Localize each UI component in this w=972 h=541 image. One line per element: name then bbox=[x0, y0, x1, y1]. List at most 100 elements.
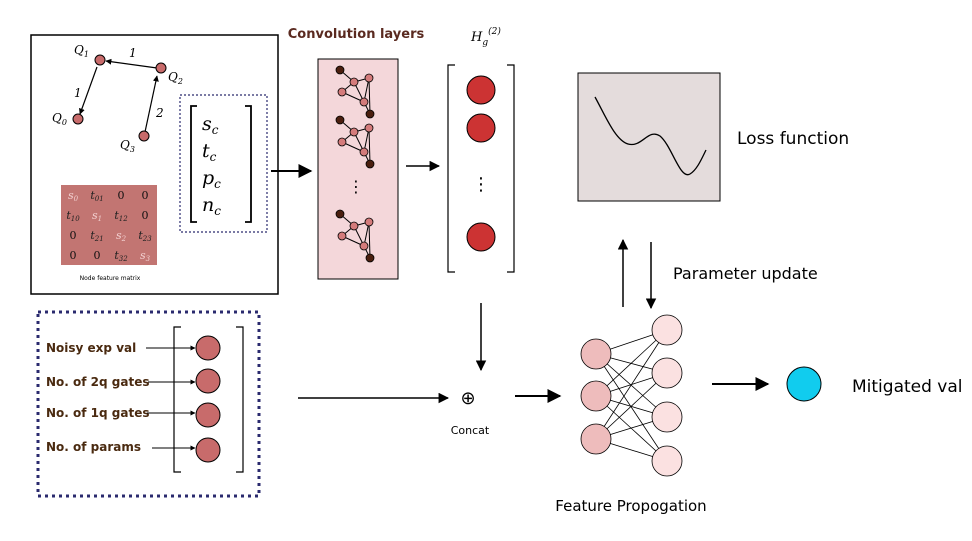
conv-node bbox=[335, 209, 345, 219]
matrix-cell: t32 bbox=[114, 249, 128, 263]
hidden-node bbox=[466, 75, 496, 105]
matrix-cell: s2 bbox=[116, 229, 127, 243]
vector-entry-t: tc bbox=[202, 140, 217, 164]
mlp-input-node bbox=[580, 423, 612, 455]
graph-node-q3 bbox=[138, 130, 150, 142]
graph-node-q1 bbox=[94, 54, 106, 66]
conv-node bbox=[365, 109, 375, 119]
feature-node bbox=[195, 437, 221, 463]
mlp-edge bbox=[595, 353, 668, 462]
loss-plot bbox=[577, 72, 721, 202]
edge-weight-q2-q1: 1 bbox=[129, 46, 137, 60]
feature-label: No. of 1q gates bbox=[46, 406, 150, 420]
param-update-label: Parameter update bbox=[673, 264, 818, 283]
graph-node-q2 bbox=[155, 62, 167, 74]
conv-node bbox=[349, 127, 359, 137]
conv-node bbox=[337, 137, 347, 147]
edge-weight-q3-q2: 2 bbox=[155, 106, 164, 120]
conv-edge bbox=[368, 127, 371, 165]
conv-node bbox=[335, 65, 345, 75]
conv-node bbox=[364, 217, 374, 227]
conv-node bbox=[359, 241, 369, 251]
matrix-cells: s0 t01 0 0 t10 s1 t12 0 0 t21 s2 t23 0 0 t32 s3 bbox=[66, 189, 152, 263]
mlp-label: Feature Propogation bbox=[555, 497, 706, 515]
conv-ellipsis: ⋮ bbox=[348, 177, 364, 196]
mlp-input-node bbox=[580, 338, 612, 370]
matrix-cell: s3 bbox=[140, 249, 151, 263]
conv-node bbox=[365, 253, 375, 263]
vector-entry-n: nc bbox=[202, 194, 221, 218]
matrix-cell: t21 bbox=[90, 229, 103, 243]
conv-node bbox=[349, 221, 359, 231]
conv-layers-box bbox=[317, 58, 399, 280]
conv-node bbox=[364, 123, 374, 133]
feature-label: No. of 2q gates bbox=[46, 375, 150, 389]
conv-node bbox=[359, 97, 369, 107]
concat-symbol: ⊕ bbox=[460, 388, 475, 409]
matrix-cell: t01 bbox=[90, 189, 103, 203]
conv-edge bbox=[368, 77, 371, 115]
conv-graphs bbox=[335, 65, 375, 263]
mlp-edge bbox=[595, 395, 668, 462]
hidden-node bbox=[466, 222, 496, 252]
hidden-vector: ⋮ bbox=[447, 64, 515, 273]
node-feature-matrix bbox=[61, 185, 157, 265]
matrix-cell: 0 bbox=[118, 189, 125, 202]
hidden-label: Hg(2) bbox=[470, 26, 501, 48]
concat-label: Concat bbox=[451, 424, 490, 437]
feature-node bbox=[195, 402, 221, 428]
matrix-cell: s0 bbox=[68, 189, 79, 203]
mlp-edge bbox=[595, 353, 668, 418]
mlp-edge bbox=[595, 329, 668, 440]
feature-label: Noisy exp val bbox=[46, 341, 136, 355]
loss-label: Loss function bbox=[737, 129, 849, 149]
matrix-cell: t23 bbox=[138, 229, 152, 243]
mlp-edge bbox=[595, 329, 668, 397]
feature-node bbox=[195, 368, 221, 394]
mlp-hidden-node bbox=[651, 445, 683, 477]
conv-title: Convolution layers bbox=[288, 27, 425, 42]
edge-weight-q1-q0: 1 bbox=[74, 86, 82, 100]
input-features-box bbox=[36, 310, 261, 498]
node-label-q0: Q0 bbox=[52, 111, 67, 127]
matrix-cell: 0 bbox=[70, 249, 77, 262]
mlp-nodes bbox=[580, 314, 683, 477]
mlp-hidden-node bbox=[651, 401, 683, 433]
conv-node bbox=[337, 231, 347, 241]
conv-node bbox=[365, 159, 375, 169]
output-label: Mitigated val bbox=[852, 377, 963, 397]
matrix-cell: 0 bbox=[94, 249, 101, 262]
circuit-graph: Q1 Q2 Q0 Q3 1 1 2 bbox=[52, 43, 183, 154]
node-label-q3: Q3 bbox=[120, 138, 135, 154]
conv-node bbox=[335, 115, 345, 125]
node-label-q1: Q1 bbox=[74, 43, 89, 59]
hidden-node bbox=[466, 113, 496, 143]
matrix-cell: 0 bbox=[142, 189, 149, 202]
matrix-cell: 0 bbox=[142, 209, 149, 222]
mlp-hidden-node bbox=[651, 357, 683, 389]
conv-node bbox=[337, 87, 347, 97]
feature-list: Noisy exp val No. of 2q gates No. of 1q … bbox=[46, 326, 244, 473]
node-label-q2: Q2 bbox=[168, 70, 183, 86]
matrix-cell: t12 bbox=[114, 209, 128, 223]
mlp-input-node bbox=[580, 380, 612, 412]
conv-edge bbox=[368, 221, 371, 259]
output-node bbox=[786, 366, 822, 402]
feature-node bbox=[195, 335, 221, 361]
conv-node bbox=[349, 77, 359, 87]
graph-node-q0 bbox=[72, 113, 84, 125]
vector-entry-p: pc bbox=[202, 167, 221, 191]
matrix-cell: 0 bbox=[70, 229, 77, 242]
matrix-cell: s1 bbox=[92, 209, 102, 223]
conv-node bbox=[359, 147, 369, 157]
hidden-ellipsis: ⋮ bbox=[472, 174, 490, 195]
feature-label: No. of params bbox=[46, 440, 141, 454]
mlp-edge bbox=[595, 372, 668, 440]
loss-curve bbox=[594, 96, 707, 176]
matrix-cell: t10 bbox=[66, 209, 80, 223]
mlp-hidden-node bbox=[651, 314, 683, 346]
vector-entry-s: sc bbox=[202, 113, 219, 137]
matrix-caption: Node feature matrix bbox=[80, 275, 141, 282]
conv-node bbox=[364, 73, 374, 83]
